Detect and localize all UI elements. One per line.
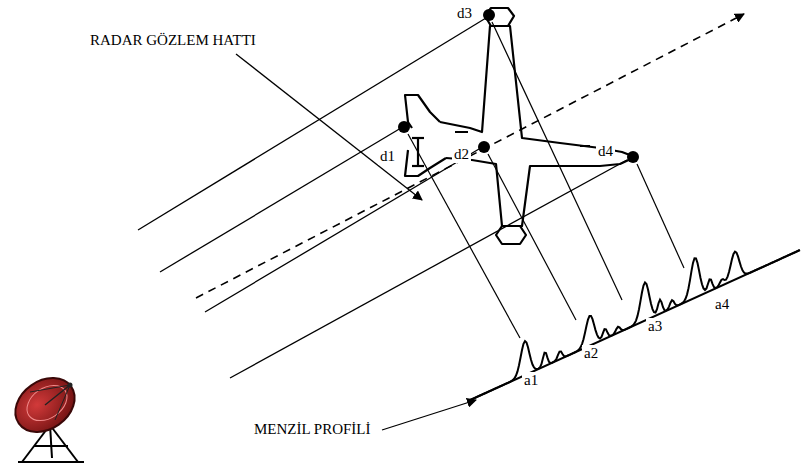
point-label: d4: [596, 143, 615, 160]
leader-arrow: [236, 54, 422, 200]
peak-label: a2: [582, 345, 600, 362]
radar-line-of-sight: [196, 14, 744, 298]
peak-label: a4: [713, 296, 731, 313]
profile-curve: [468, 250, 800, 401]
aircraft: [405, 8, 635, 244]
axis-label: MENZİL PROFİLİ: [252, 421, 373, 438]
axis-label: RADAR GÖZLEM HATTI: [88, 32, 258, 49]
radar-antenna: [5, 367, 85, 462]
point-label: d2: [452, 146, 471, 163]
point-label: d3: [455, 5, 474, 22]
scatter-points: [398, 9, 639, 163]
range-profile-peaks: [468, 250, 800, 401]
radar-rays: [138, 18, 627, 378]
peak-label: a3: [646, 318, 664, 335]
point-label: d1: [378, 148, 397, 165]
leader-arrow: [382, 400, 476, 430]
peak-label: a1: [522, 372, 540, 389]
range-axis: [468, 250, 800, 401]
